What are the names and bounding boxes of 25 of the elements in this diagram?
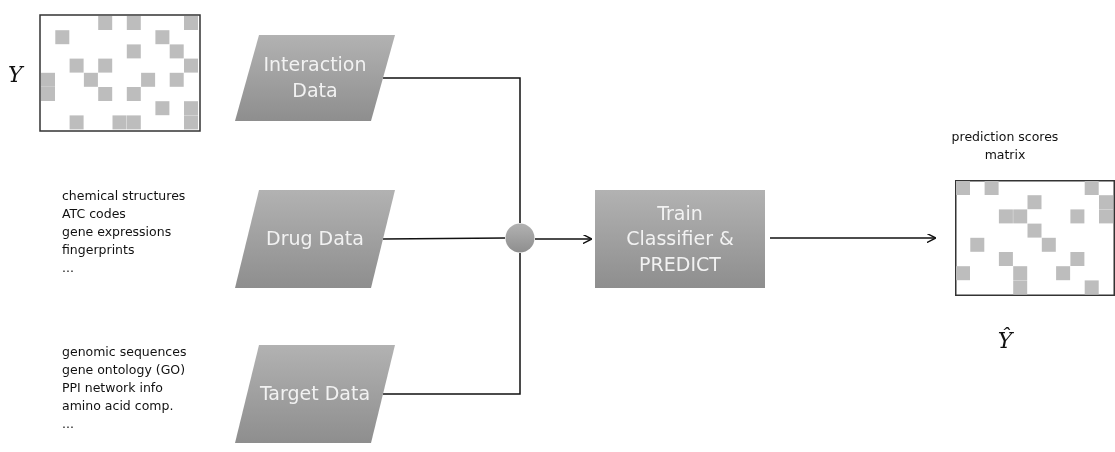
matrix-drawing [955, 180, 1115, 296]
feature-list-item: fingerprints [62, 241, 135, 259]
connector-arrow [769, 232, 937, 244]
node-label: Drug Data [265, 226, 365, 252]
junction-circle [505, 223, 535, 253]
node-label: Target Data [258, 381, 372, 407]
connector-arrow [534, 233, 593, 245]
feature-list-item: genomic sequences [62, 343, 187, 361]
feature-list-item: ... [62, 259, 74, 277]
parallelogram-box [235, 35, 395, 121]
matrix-symbol: Y [8, 62, 23, 87]
parallelogram-box [235, 345, 395, 443]
feature-list-item: ATC codes [62, 205, 126, 223]
feature-list-item: gene ontology (GO) [62, 361, 186, 379]
feature-list-item: ... [62, 415, 74, 433]
matrix-caption: prediction scores matrix [950, 128, 1060, 164]
feature-list-item: chemical structures [62, 187, 186, 205]
feature-list-item: amino acid comp. [62, 397, 174, 415]
parallelogram-box [235, 190, 395, 288]
process-box [595, 190, 765, 288]
feature-list-item: PPI network info [62, 379, 163, 397]
node-label: Train Classifier & PREDICT [625, 200, 735, 277]
node-label: Interaction Data [262, 52, 368, 103]
feature-list-item: gene expressions [62, 223, 172, 241]
matrix-symbol: Ŷ [996, 328, 1015, 354]
